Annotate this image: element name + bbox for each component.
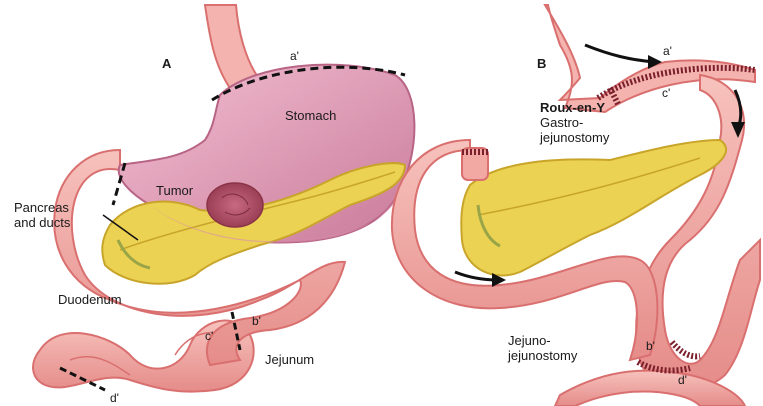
label-b-prime-a: b' (252, 314, 261, 328)
label-pancreas-line2: and ducts (14, 215, 71, 230)
label-d-prime-a: d' (110, 391, 119, 405)
label-pancreas-line1: Pancreas (14, 200, 69, 215)
panel-a: A a' Stomach Tumor Pancreas and ducts Du… (14, 5, 414, 405)
label-stomach: Stomach (285, 108, 336, 123)
label-jejunum: Jejunum (265, 352, 314, 367)
label-tumor: Tumor (156, 183, 194, 198)
label-d-prime-b: d' (678, 373, 687, 387)
label-jejunostomy: jejunostomy (539, 130, 610, 145)
label-c-prime-b: c' (662, 86, 670, 100)
label-b-prime-b: b' (646, 339, 655, 353)
label-jejuno: Jejuno- (508, 333, 551, 348)
panel-a-letter: A (162, 56, 172, 71)
tumor-mass (207, 183, 263, 227)
label-c-prime-a: c' (205, 329, 213, 343)
label-jejunostomy-2: jejunostomy (507, 348, 578, 363)
label-duodenum: Duodenum (58, 292, 122, 307)
label-a-prime: a' (290, 49, 299, 63)
label-roux-en-y: Roux-en-Y (540, 100, 605, 115)
panel-b-letter: B (537, 56, 546, 71)
panel-b: B a' c' Roux-en-Y Gastro- jejunostomy Je… (392, 5, 760, 406)
label-a-prime-b: a' (663, 44, 672, 58)
flow-arrow-top (585, 45, 655, 62)
staple-line-jj-b (672, 342, 700, 356)
label-gastro: Gastro- (540, 115, 583, 130)
pancreas-b (461, 140, 726, 275)
